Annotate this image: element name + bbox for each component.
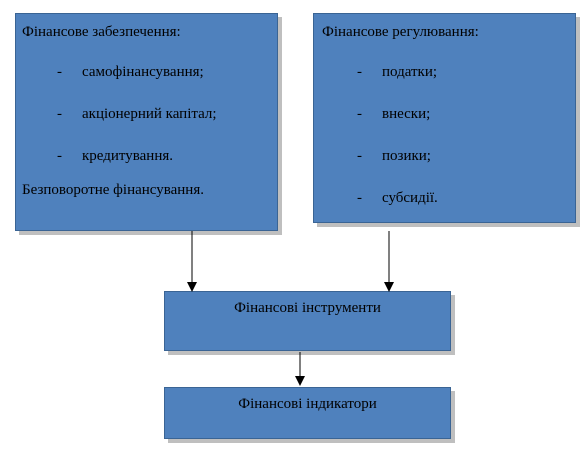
list-item: - внески;: [322, 104, 567, 124]
list-item-label: акціонерний капітал;: [82, 106, 217, 122]
list-dash: -: [57, 64, 62, 80]
financial-support-list: - самофінансування; - акціонерний капіта…: [22, 62, 271, 166]
list-item: - самофінансування;: [22, 62, 271, 82]
arrow-support-to-instruments: [187, 231, 197, 292]
list-dash: -: [357, 190, 362, 206]
financial-support-box: Фінансове забезпечення: - самофінансуван…: [15, 13, 278, 231]
financial-regulation-box: Фінансове регулювання: - податки; - внес…: [313, 13, 576, 223]
list-item-label: субсидії.: [382, 190, 438, 206]
list-dash: -: [357, 64, 362, 80]
financial-indicators-label: Фінансові індикатори: [238, 396, 377, 412]
list-item: - податки;: [322, 62, 567, 82]
list-dash: -: [57, 148, 62, 164]
list-dash: -: [57, 106, 62, 122]
list-item-label: податки;: [382, 64, 438, 80]
list-item: - субсидії.: [322, 188, 567, 208]
list-item: - кредитування.: [22, 146, 271, 166]
arrow-instruments-to-indicators: [295, 352, 305, 386]
list-dash: -: [357, 106, 362, 122]
list-item-label: внески;: [382, 106, 431, 122]
list-dash: -: [357, 148, 362, 164]
financial-indicators-box: Фінансові індикатори: [164, 387, 451, 439]
financial-instruments-label: Фінансові інструменти: [234, 300, 381, 316]
list-item-label: самофінансування;: [82, 64, 204, 80]
list-item-label: позики;: [382, 148, 431, 164]
financial-instruments-box: Фінансові інструменти: [164, 291, 451, 351]
financial-support-title: Фінансове забезпечення:: [22, 24, 181, 40]
non-repayable-financing-text: Безповоротне фінансування.: [22, 182, 204, 198]
list-item: - позики;: [322, 146, 567, 166]
arrow-regulation-to-instruments: [384, 231, 394, 292]
financial-regulation-list: - податки; - внески; - позики; - субсиді…: [322, 62, 567, 208]
list-item: - акціонерний капітал;: [22, 104, 271, 124]
list-item-label: кредитування.: [82, 148, 174, 164]
financial-regulation-title: Фінансове регулювання:: [322, 24, 479, 40]
